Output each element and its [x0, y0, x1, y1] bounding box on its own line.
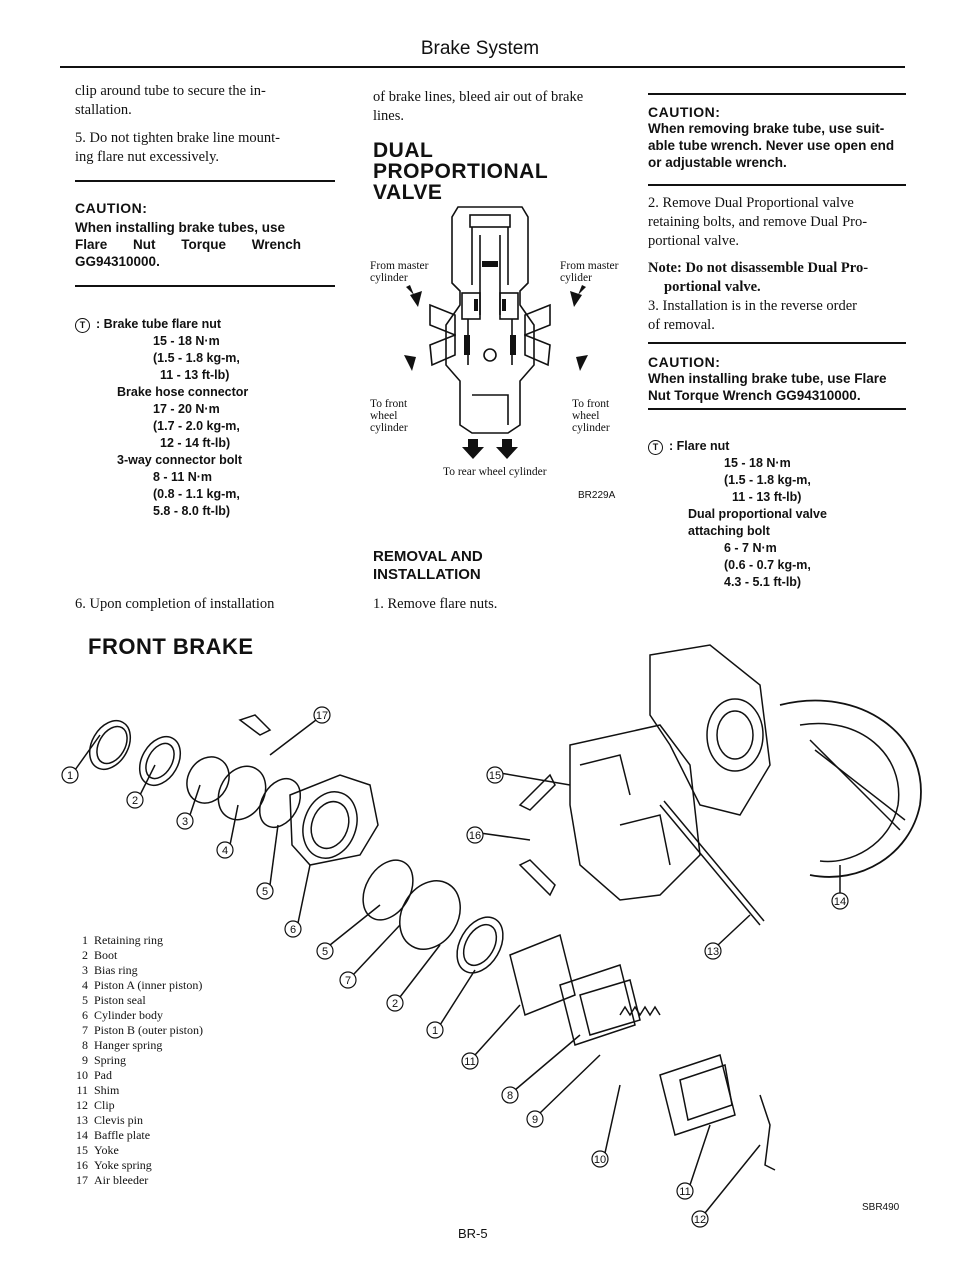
callout-circle: [831, 892, 849, 910]
callout-circle: [61, 766, 79, 784]
arrow-out-rear-left: [462, 439, 484, 459]
figure-code-sbr490: SBR490: [862, 1202, 900, 1213]
page-header-title: Brake System: [420, 38, 540, 59]
callout-number: 6: [290, 924, 296, 936]
callout-circle: [176, 812, 194, 830]
torque-spec-1: T: Brake tube flare nut 15 - 18 N·m (1.5…: [75, 316, 335, 520]
col1-text: clip around tube to secure the in- stall…: [75, 83, 280, 165]
col3-caution2-top-rule: [648, 342, 906, 344]
page-number: BR-5: [458, 1226, 488, 1241]
col2-step1: 1. Remove flare nuts.: [373, 596, 498, 612]
diagram-code-br229a: BR229A: [578, 490, 616, 501]
col3-text: 2. Remove Dual Proportional valve retain…: [648, 195, 869, 333]
callout-circle: [466, 826, 484, 844]
callout-number: 10: [594, 1154, 606, 1166]
callout-circle: [284, 920, 302, 938]
callout-number: 12: [694, 1214, 706, 1226]
callout-number: 17: [316, 710, 328, 722]
callout-number: 5: [262, 886, 268, 898]
callout-circle: [676, 1182, 694, 1200]
label-to-rear: To rear wheel cylinder: [443, 466, 547, 478]
callout-circle: [591, 1150, 609, 1168]
col3-caution1-bottom-rule: [648, 184, 906, 186]
torque-spec-2: T: Flare nut 15 - 18 N·m (1.5 - 1.8 kg-m…: [648, 438, 908, 591]
dual-proportional-valve-heading: DUAL PROPORTIONAL VALVE: [373, 139, 549, 204]
callout-number: 11: [464, 1056, 475, 1068]
arrow-in-left: [406, 285, 422, 307]
callout-number: 7: [345, 975, 351, 987]
caution1-top-rule: [75, 180, 335, 182]
removal-installation-heading: REMOVAL AND INSTALLATION: [373, 548, 483, 583]
callout-number: 14: [834, 896, 846, 908]
callout-number: 11: [679, 1186, 690, 1198]
callout-number: 8: [507, 1090, 513, 1102]
callout-circle: [316, 942, 334, 960]
step6-text: 6. Upon completion of installation: [75, 596, 275, 612]
caution1-bottom-rule: [75, 285, 335, 287]
dual-proportional-valve-diagram: [404, 206, 588, 459]
callout-circle: [126, 791, 144, 809]
arrow-out-left: [404, 355, 416, 371]
callout-circle: [704, 942, 722, 960]
callout-number: 5: [322, 946, 328, 958]
callout-number: 15: [489, 770, 501, 782]
callout-number: 9: [532, 1114, 538, 1126]
callout-circle: [426, 1021, 444, 1039]
callout-circle: [339, 971, 357, 989]
callout-number: 2: [132, 795, 138, 807]
torque-icon: T: [648, 440, 663, 455]
callout-circle: [691, 1210, 709, 1228]
callout-circle: [486, 766, 504, 784]
arrow-out-rear-right: [496, 439, 518, 459]
callout-number: 4: [222, 845, 228, 857]
callout-number: 13: [707, 946, 719, 958]
caution-box-col3-1: CAUTION: When removing brake tube, use s…: [648, 104, 895, 170]
callout-circle: [526, 1110, 544, 1128]
col3-caution2-bottom-rule: [648, 408, 906, 410]
callout-circle: [216, 841, 234, 859]
callout-circle: [313, 706, 331, 724]
arrow-in-right: [570, 285, 586, 307]
torque-icon: T: [75, 318, 90, 333]
callout-number: 1: [432, 1025, 438, 1037]
arrow-out-right: [576, 355, 588, 371]
callout-number: 3: [182, 816, 188, 828]
callout-number: 1: [67, 770, 73, 782]
caution-box-col3-2: CAUTION: When installing brake tube, use…: [648, 354, 887, 403]
callout-circle: [256, 882, 274, 900]
caution-box-1: CAUTION: When installing brake tubes, us…: [75, 200, 302, 269]
callout-circle: [501, 1086, 519, 1104]
front-brake-heading: FRONT BRAKE: [88, 634, 254, 659]
callout-number: 2: [392, 998, 398, 1010]
col2-text: of brake lines, bleed air out of brake l…: [373, 89, 584, 124]
callout-circle: [386, 994, 404, 1012]
header-rule: [60, 66, 905, 68]
col3-top-rule: [648, 93, 906, 95]
callout-number: 16: [469, 830, 481, 842]
callout-circle: [461, 1052, 479, 1070]
